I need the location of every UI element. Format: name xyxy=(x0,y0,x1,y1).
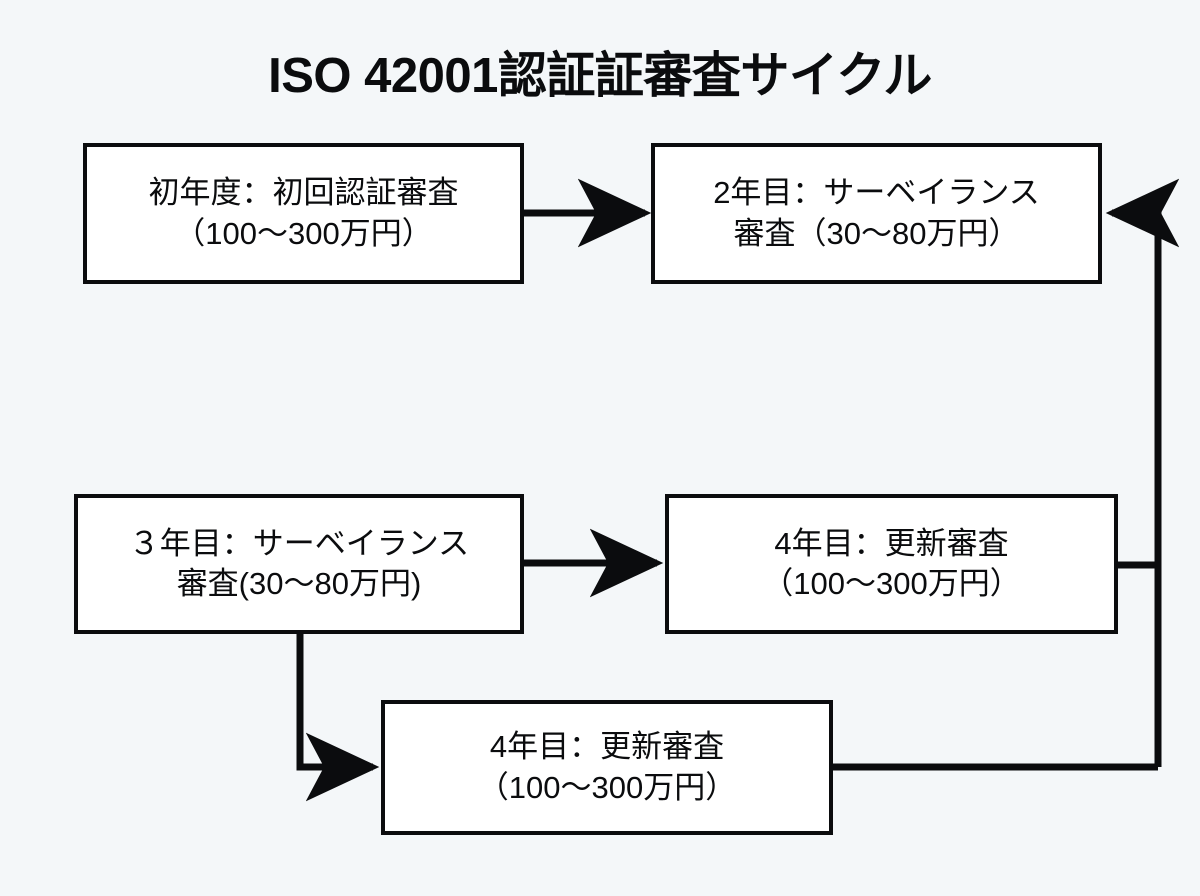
node-year4[interactable]: 4年目：更新審査 （100〜300万円） xyxy=(665,494,1118,634)
node-year2[interactable]: 2年目：サーベイランス 審査（30〜80万円） xyxy=(651,143,1102,284)
node-year4b-line2: （100〜300万円） xyxy=(477,769,737,805)
node-year1[interactable]: 初年度：初回認証審査 （100〜300万円） xyxy=(83,143,524,284)
node-year3-line1: ３年目：サーベイランス xyxy=(128,525,470,561)
edge-year3-year4b xyxy=(296,633,380,802)
node-year4b-line1: 4年目：更新審査 xyxy=(489,729,725,765)
node-year1-line1: 初年度：初回認証審査 xyxy=(148,175,459,211)
edge-year4-return xyxy=(1105,178,1180,767)
node-year4b[interactable]: 4年目：更新審査 （100〜300万円） xyxy=(381,700,833,835)
node-year4-line2: （100〜300万円） xyxy=(762,566,1021,601)
node-year3[interactable]: ３年目：サーベイランス 審査(30〜80万円) xyxy=(74,494,524,634)
node-year3-line2: 審査(30〜80万円) xyxy=(176,566,422,601)
node-year1-line2: （100〜300万円） xyxy=(174,215,433,251)
node-year4-line1: 4年目：更新審査 xyxy=(774,525,1009,561)
page-title: ISO 42001認証証審査サイクル xyxy=(268,49,932,103)
node-year2-line2: 審査（30〜80万円） xyxy=(733,215,1020,251)
node-year2-line1: 2年目：サーベイランス xyxy=(713,175,1040,211)
